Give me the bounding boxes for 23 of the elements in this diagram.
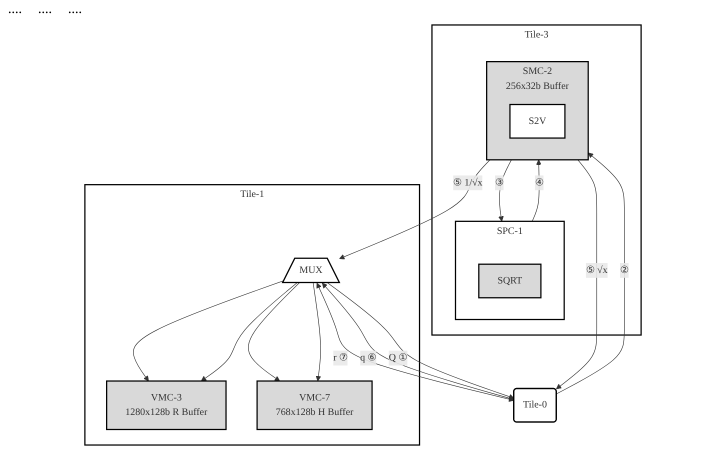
arrow [498, 160, 512, 222]
ellipsis-label: .... [8, 2, 22, 18]
edge-label: Q ① [388, 352, 408, 364]
arrow [556, 160, 598, 390]
ellipsis-label: .... [38, 2, 52, 18]
edge-label: q ⑥ [360, 352, 376, 364]
edge-label: ⑤ √x [586, 264, 608, 276]
edge-label: ② [620, 264, 629, 276]
arrow [556, 152, 625, 394]
arrow [132, 280, 284, 382]
node-box: S2V [509, 104, 566, 139]
edge-label: ④ [534, 177, 544, 188]
arrow [200, 282, 298, 382]
edge-label: ③ [494, 177, 504, 188]
arrow [248, 282, 300, 382]
ellipsis-label: .... [68, 2, 82, 18]
arrow [339, 160, 490, 260]
arrow [312, 282, 322, 382]
node-box: VMC-3 1280x128b R Buffer [106, 380, 227, 430]
edge-label: ⑤ 1/√x [453, 177, 483, 188]
node-box: VMC-7 768x128b H Buffer [256, 380, 373, 430]
edge-label: r ⑦ [333, 352, 348, 364]
node-box: SQRT [478, 264, 542, 298]
